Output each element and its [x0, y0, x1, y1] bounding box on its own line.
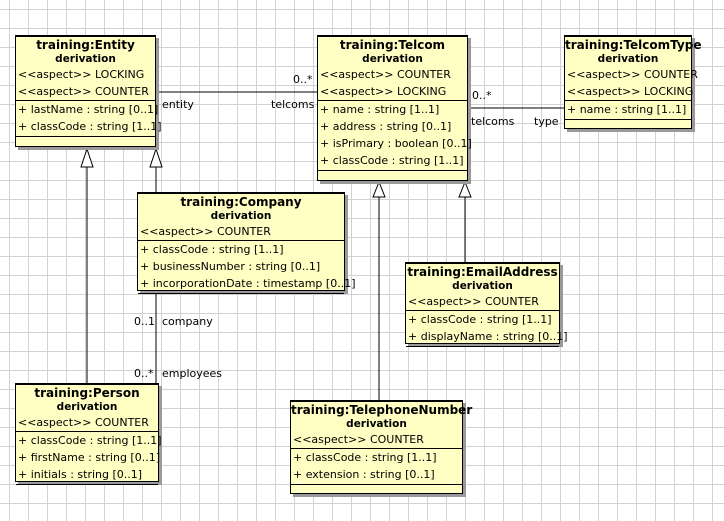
class-emailaddress[interactable]: training:EmailAddress derivation <<aspec…	[405, 262, 568, 347]
class-company-separator	[138, 240, 344, 241]
class-telcomtype-stereotype: derivation	[597, 53, 659, 65]
class-person-stereotype: derivation	[56, 401, 118, 413]
class-entity-attribute: + classCode : string [1..1]	[18, 120, 162, 133]
assoc-mult-company: 0..1	[134, 315, 155, 328]
class-emailaddress-attribute: + displayName : string [0..1]	[408, 330, 568, 343]
class-person-attribute: + firstName : string [0..1]	[18, 451, 161, 464]
class-person-attribute: + classCode : string [1..1]	[18, 434, 162, 447]
gen-arrowhead-person	[80, 147, 94, 168]
class-entity-separator	[16, 136, 155, 137]
class-entity-separator	[16, 100, 155, 101]
class-person-separator	[16, 431, 158, 432]
class-telcom-attribute: + name : string [1..1]	[320, 103, 440, 116]
class-emailaddress-separator	[406, 346, 559, 347]
class-entity-stereotype: derivation	[55, 53, 116, 65]
assoc-mult-telcoms: 0..*	[293, 73, 313, 86]
class-telcom-attribute: + address : string [0..1]	[320, 120, 452, 133]
class-company[interactable]: training:Company derivation <<aspect>> C…	[137, 192, 356, 294]
class-company-attribute: + incorporationDate : timestamp [0..1]	[140, 277, 356, 290]
class-telephonenumber-attribute: + extension : string [0..1]	[293, 468, 435, 481]
class-company-aspect: <<aspect>> COUNTER	[140, 225, 271, 238]
class-telcom-attribute: + isPrimary : boolean [0..1]	[320, 137, 472, 150]
class-emailaddress-attribute: + classCode : string [1..1]	[408, 313, 552, 326]
gen-arrowhead-email	[458, 180, 472, 198]
class-telcom-aspect: <<aspect>> COUNTER	[320, 68, 451, 81]
class-telcom-attribute: + classCode : string [1..1]	[320, 154, 464, 167]
class-company-name: training:Company	[138, 192, 344, 209]
class-emailaddress-separator	[406, 310, 559, 311]
class-person[interactable]: training:Person derivation <<aspect>> CO…	[15, 383, 162, 485]
class-telcom-aspect: <<aspect>> LOCKING	[320, 85, 447, 98]
class-person-name: training:Person	[16, 383, 158, 400]
class-telcomtype-attribute: + name : string [1..1]	[567, 103, 687, 116]
class-telcomtype[interactable]: training:TelcomType derivation <<aspect>…	[564, 35, 701, 129]
class-telephonenumber-stereotype: derivation	[346, 418, 407, 430]
class-emailaddress-name: training:EmailAddress	[406, 262, 559, 279]
gen-arrowhead-telephone	[372, 180, 386, 198]
class-entity[interactable]: training:Entity derivation <<aspect>> LO…	[15, 35, 162, 147]
class-emailaddress-aspect: <<aspect>> COUNTER	[408, 295, 539, 308]
class-company-separator	[138, 293, 344, 294]
class-entity-aspect: <<aspect>> LOCKING	[18, 68, 145, 81]
class-telephonenumber-name: training:TelephoneNumber	[291, 400, 472, 417]
class-telcom-name: training:Telcom	[318, 35, 467, 52]
class-emailaddress-stereotype: derivation	[452, 280, 513, 292]
class-company-attribute: + classCode : string [1..1]	[140, 243, 284, 256]
class-company-stereotype: derivation	[210, 210, 272, 222]
assoc-role-company: company	[162, 315, 213, 328]
assoc-role-type: type	[534, 115, 559, 128]
assoc-mult-employees: 0..*	[134, 367, 154, 380]
assoc-role-entity: entity	[162, 98, 194, 111]
class-telephonenumber[interactable]: training:TelephoneNumber derivation <<as…	[290, 400, 472, 494]
class-telcom-separator	[318, 170, 467, 171]
class-person-aspect: <<aspect>> COUNTER	[18, 416, 149, 429]
class-telcomtype-separator	[565, 100, 691, 101]
assoc-role-employees: employees	[162, 367, 223, 380]
assoc-role-telcoms: telcoms	[271, 98, 315, 111]
class-person-separator	[16, 484, 158, 485]
class-telephonenumber-separator	[291, 448, 462, 449]
class-person-attribute: + initials : string [0..1]	[18, 468, 143, 481]
class-company-attribute: + businessNumber : string [0..1]	[140, 260, 321, 273]
class-entity-name: training:Entity	[16, 35, 155, 52]
class-telcomtype-aspect: <<aspect>> LOCKING	[567, 85, 694, 98]
class-entity-aspect: <<aspect>> COUNTER	[18, 85, 149, 98]
class-telcomtype-name: training:TelcomType	[565, 35, 701, 52]
class-telcom-separator	[318, 100, 467, 101]
class-telcomtype-aspect: <<aspect>> COUNTER	[567, 68, 698, 81]
class-entity-attribute: + lastName : string [0..1]	[18, 103, 159, 116]
gen-arrowhead-company	[149, 147, 163, 168]
class-telephonenumber-aspect: <<aspect>> COUNTER	[293, 433, 424, 446]
class-telephonenumber-attribute: + classCode : string [1..1]	[293, 451, 437, 464]
assoc-mult-telcoms-type: 0..*	[472, 89, 492, 102]
class-telcom-stereotype: derivation	[362, 53, 423, 65]
assoc-role-telcoms-type: telcoms	[471, 115, 515, 128]
class-telephonenumber-separator	[291, 484, 462, 485]
class-telcomtype-separator	[565, 119, 691, 120]
class-telcom[interactable]: training:Telcom derivation <<aspect>> CO…	[317, 35, 472, 181]
